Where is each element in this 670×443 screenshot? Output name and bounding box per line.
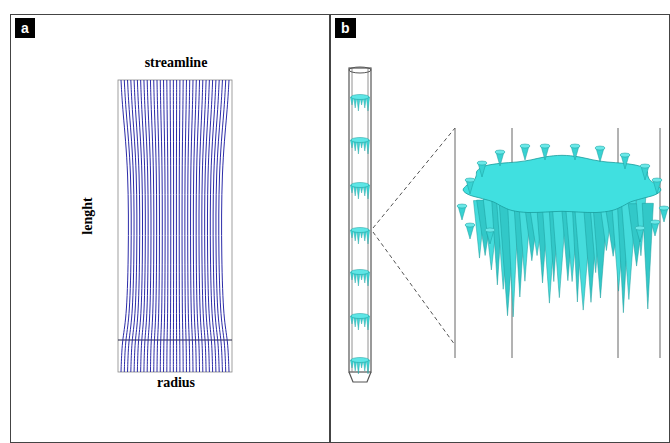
streamline [219, 80, 226, 372]
streamline [137, 80, 142, 372]
streamline-field [118, 80, 232, 372]
cone-cluster [350, 314, 369, 331]
cone-cluster [350, 183, 369, 200]
axis-label: radius [157, 375, 195, 391]
streamline [202, 80, 206, 372]
streamline [185, 80, 187, 372]
wall-line [660, 128, 661, 358]
streamline [160, 80, 162, 372]
streamline [147, 80, 151, 372]
streamline [188, 80, 190, 372]
streamline [150, 80, 153, 372]
streamline [164, 80, 166, 372]
panel-box: b [330, 14, 670, 443]
streamline [222, 80, 229, 372]
zoomed-cones [457, 144, 669, 317]
cone-clusters [350, 95, 369, 375]
cone-cluster [350, 270, 369, 287]
streamline [179, 80, 181, 372]
streamline [167, 80, 168, 372]
axis-label: lenght [80, 197, 96, 234]
tube-top [349, 67, 371, 73]
streamline [134, 80, 140, 372]
tube-outer [349, 68, 371, 372]
domain-outline [118, 80, 232, 372]
streamline [176, 80, 177, 372]
streamline [144, 80, 148, 372]
zoom-line [373, 232, 455, 345]
cone-cluster [350, 95, 369, 112]
cone-cluster [350, 138, 369, 155]
streamline [157, 80, 159, 372]
panel-tag: b [335, 18, 356, 38]
title-label: streamline [145, 55, 208, 71]
streamline [154, 80, 157, 372]
streamline [141, 80, 146, 372]
wall-line [455, 128, 456, 358]
streamline [170, 80, 172, 372]
zoom-guides [373, 128, 660, 358]
streamline [173, 80, 174, 372]
tube-wall [352, 68, 353, 372]
panel-box: a streamline lenght radius [10, 14, 330, 443]
cone-cluster [350, 358, 369, 375]
cone-cluster [350, 228, 369, 245]
zoom-line [373, 128, 455, 228]
streamline [182, 80, 183, 372]
streamline [191, 80, 193, 372]
tube-column [349, 67, 371, 382]
panel-tag: a [15, 18, 35, 38]
tube-tip [349, 372, 371, 382]
